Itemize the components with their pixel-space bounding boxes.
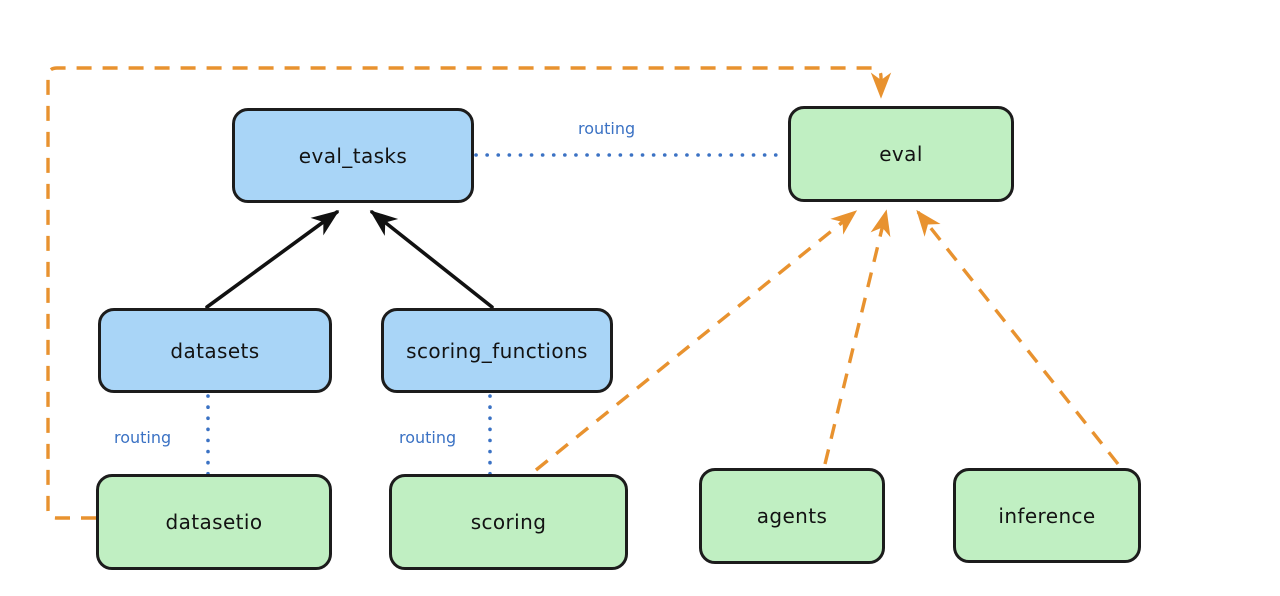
edge-label-routing-scoring-functions-scoring: routing — [399, 428, 457, 447]
node-scoring-functions[interactable]: scoring_functions — [381, 308, 613, 393]
edge-agents-to-eval — [823, 209, 891, 465]
node-label-eval-tasks: eval_tasks — [298, 143, 408, 168]
edge-scoring-to-eval — [534, 210, 858, 472]
node-label-scoring-functions: scoring_functions — [406, 338, 588, 363]
node-label-agents: agents — [756, 504, 828, 528]
node-label-eval: eval — [879, 142, 923, 166]
node-scoring[interactable]: scoring — [389, 474, 628, 570]
node-label-datasets: datasets — [170, 338, 260, 363]
edge-scoring_functions-to-eval_tasks — [369, 210, 494, 309]
node-label-inference: inference — [998, 503, 1096, 528]
edge-inference-to-eval — [916, 209, 1120, 466]
node-agents[interactable]: agents — [699, 468, 885, 564]
edge-datasets-to-eval_tasks — [205, 210, 340, 309]
node-eval[interactable]: eval — [788, 106, 1014, 202]
node-datasetio[interactable]: datasetio — [96, 474, 332, 570]
edge-label-routing-eval-tasks-eval: routing — [578, 119, 636, 138]
node-inference[interactable]: inference — [953, 468, 1141, 563]
node-datasets[interactable]: datasets — [98, 308, 332, 393]
node-eval-tasks[interactable]: eval_tasks — [232, 108, 474, 203]
node-label-scoring: scoring — [470, 510, 547, 534]
node-label-datasetio: datasetio — [165, 510, 263, 534]
edge-label-routing-datasets-datasetio: routing — [114, 428, 172, 447]
